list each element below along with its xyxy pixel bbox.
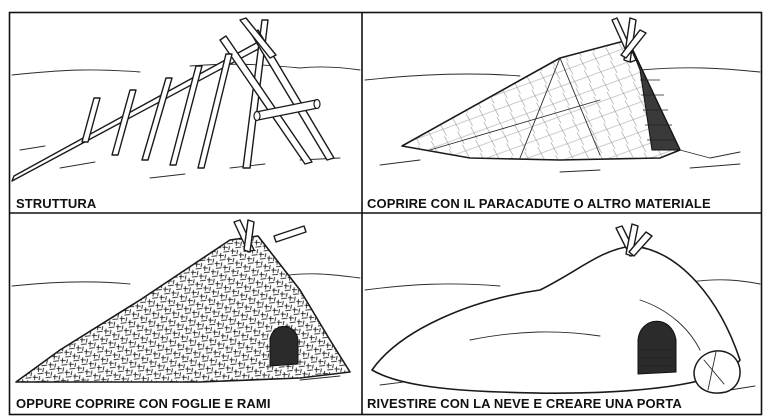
panel-foliage: OPPURE COPRIRE CON FOGLIE E RAMI <box>11 219 361 411</box>
panel-snow: RIVESTIRE CON LA NEVE E CREARE UNA PORTA <box>364 223 761 411</box>
panel-snow-mound <box>371 245 741 394</box>
panel-parachute: COPRIRE CON IL PARACADUTE O ALTRO MATERI… <box>364 17 761 211</box>
panel-framework-ground <box>11 63 361 179</box>
panel-foliage-caption: OPPURE COPRIRE CON FOGLIE E RAMI <box>16 396 271 411</box>
panel-parachute-cover <box>401 39 741 161</box>
panel-foliage-door <box>269 326 299 367</box>
panel-framework-poles <box>11 17 335 182</box>
panel-snow-ground <box>364 279 761 391</box>
panel-framework-caption: STRUTTURA <box>16 196 97 211</box>
panel-parachute-poles <box>611 17 647 63</box>
panel-foliage-poles <box>233 219 307 253</box>
panel-snow-door-plug <box>693 350 741 394</box>
panel-framework: STRUTTURA <box>11 17 361 211</box>
panel-parachute-ground <box>364 67 761 173</box>
panel-foliage-cover <box>15 235 351 383</box>
panel-parachute-caption: COPRIRE CON IL PARACADUTE O ALTRO MATERI… <box>367 196 711 211</box>
panel-snow-caption: RIVESTIRE CON LA NEVE E CREARE UNA PORTA <box>367 396 682 411</box>
panel-snow-poles <box>615 223 653 257</box>
panel-snow-door <box>637 320 677 375</box>
